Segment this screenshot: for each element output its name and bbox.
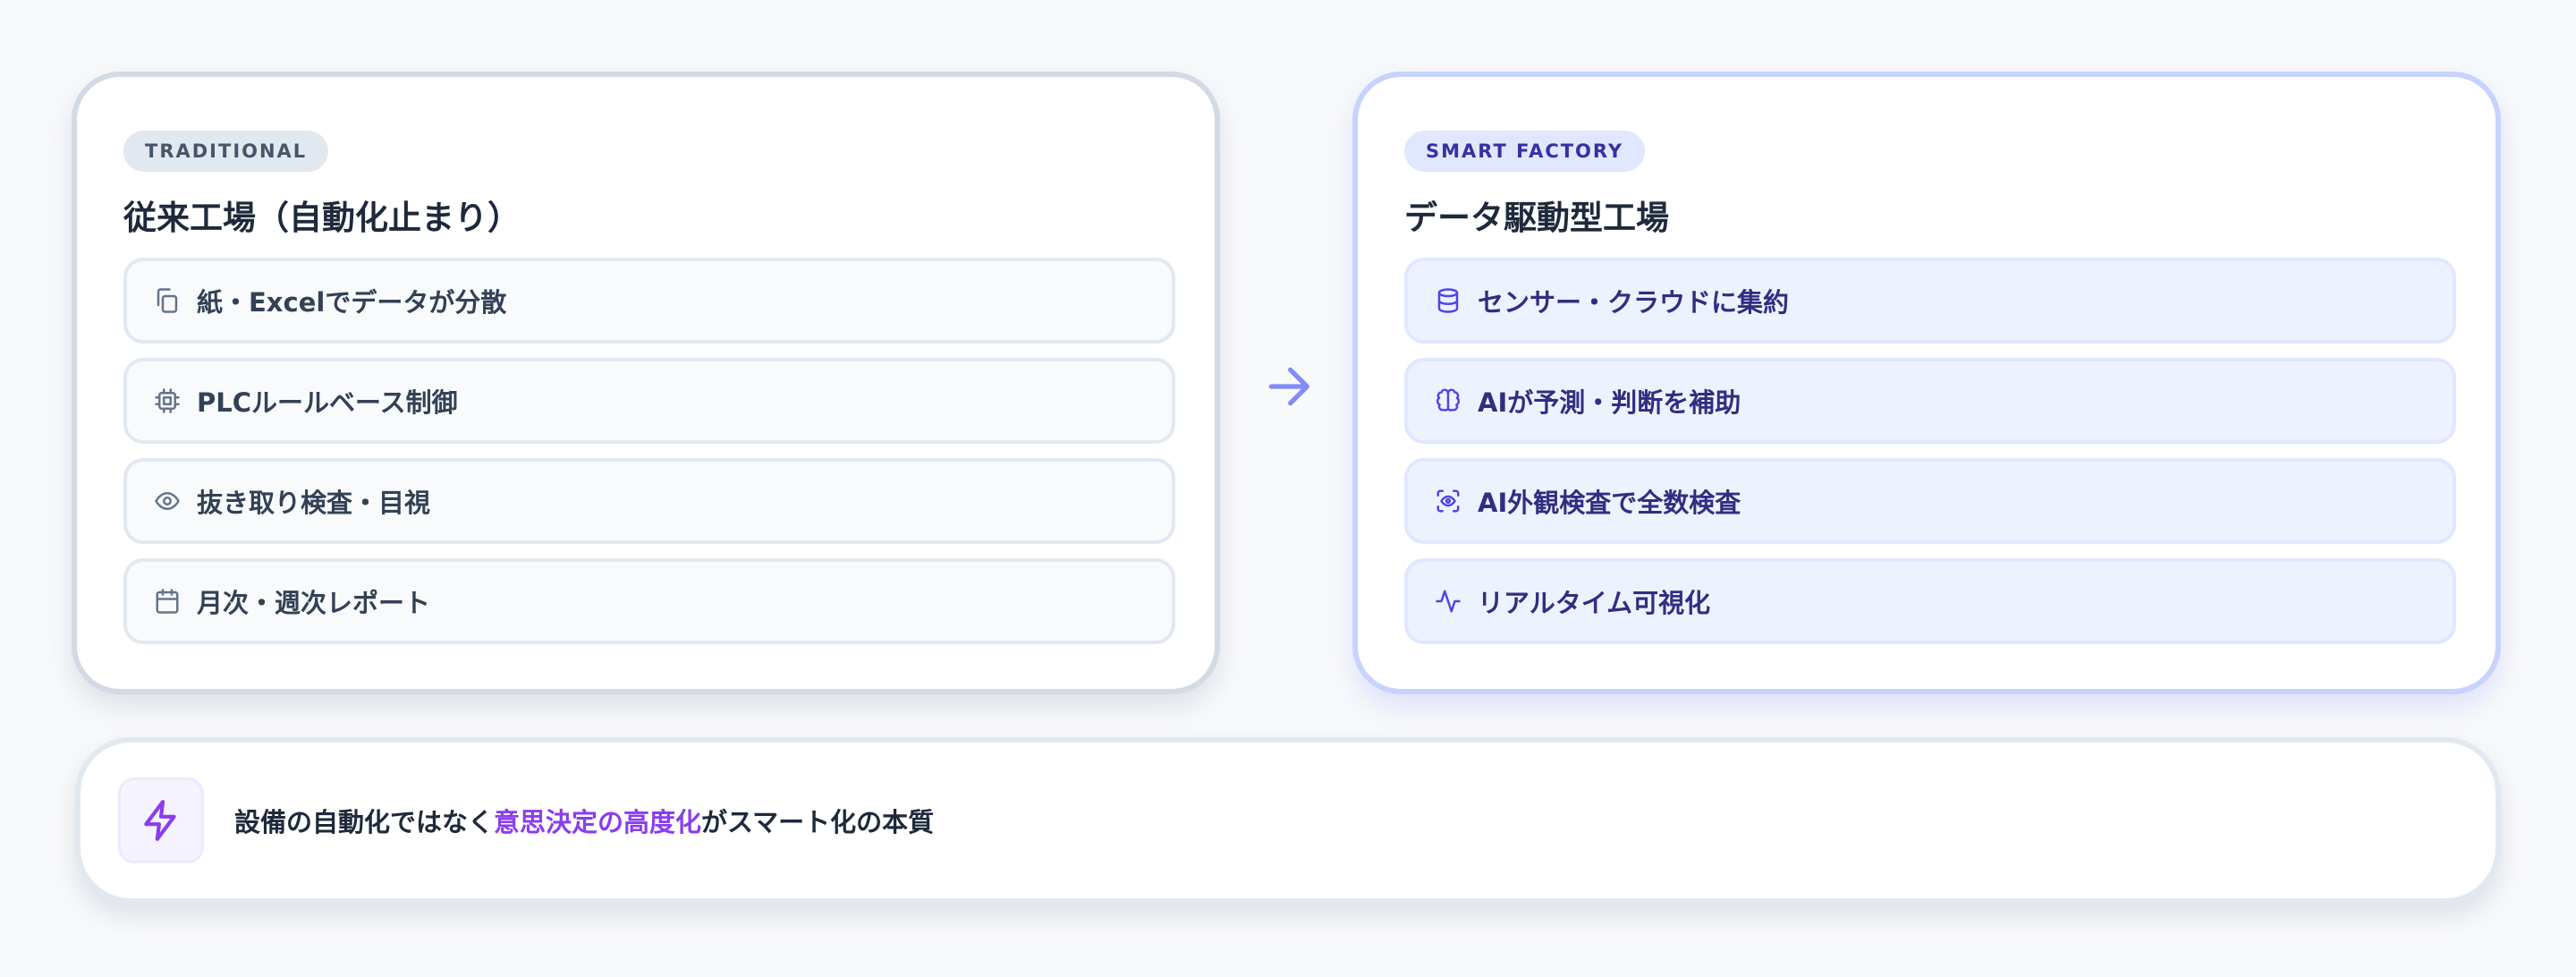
cpu-icon [152,386,182,416]
summary-text-highlight: 意思決定の高度化 [494,807,702,837]
calendar-icon [152,586,182,616]
list-item: PLCルールベース制御 [123,358,1175,444]
smart-factory-item-list: センサー・クラウドに集約 AIが予測・判断を補助 AI外観検査で全数検査 [1404,258,2456,644]
traditional-item-list: 紙・Excelでデータが分散 PLCルールベース制御 抜き取り検査・目視 [123,258,1175,644]
list-item: AIが予測・判断を補助 [1404,358,2456,444]
smart-factory-badge: SMART FACTORY [1404,131,1646,172]
traditional-badge: TRADITIONAL [123,131,329,172]
summary-text: 設備の自動化ではなく意思決定の高度化がスマート化の本質 [234,802,934,839]
database-icon [1433,285,1463,316]
traditional-panel: TRADITIONAL 従来工場（自動化止まり） 紙・Excelでデータが分散 … [72,72,1220,694]
list-item-label: 抜き取り検査・目視 [197,488,431,518]
smart-factory-title: データ駆動型工場 [1404,199,1669,237]
list-item-label: AI外観検査で全数検査 [1478,488,1741,518]
list-item: AI外観検査で全数検査 [1404,458,2456,544]
list-item-label: 月次・週次レポート [197,588,431,618]
list-item-label: リアルタイム可視化 [1478,588,1711,618]
list-item: 抜き取り検査・目視 [123,458,1175,544]
list-item-label: センサー・クラウドに集約 [1478,287,1790,318]
traditional-title: 従来工場（自動化止まり） [123,199,521,237]
list-item: センサー・クラウドに集約 [1404,258,2456,344]
list-item: 紙・Excelでデータが分散 [123,258,1175,344]
list-item-label: AIが予測・判断を補助 [1478,387,1741,418]
summary-text-after: がスマート化の本質 [701,807,935,837]
brain-icon [1433,386,1463,416]
eye-icon [152,486,182,516]
list-item: 月次・週次レポート [123,558,1175,644]
list-item-label: 紙・Excelでデータが分散 [197,287,507,318]
smart-factory-panel: SMART FACTORY データ駆動型工場 センサー・クラウドに集約 AI [1352,72,2501,694]
summary-text-before: 設備の自動化ではなく [234,807,495,837]
activity-icon [1433,586,1463,616]
arrow-right-icon [1268,367,1309,406]
summary-banner: 設備の自動化ではなく意思決定の高度化がスマート化の本質 [75,737,2501,904]
list-item: リアルタイム可視化 [1404,558,2456,644]
list-item-label: PLCルールベース制御 [197,387,458,418]
zap-icon [118,777,204,863]
copy-icon [152,285,182,316]
scan-eye-icon [1433,486,1463,516]
